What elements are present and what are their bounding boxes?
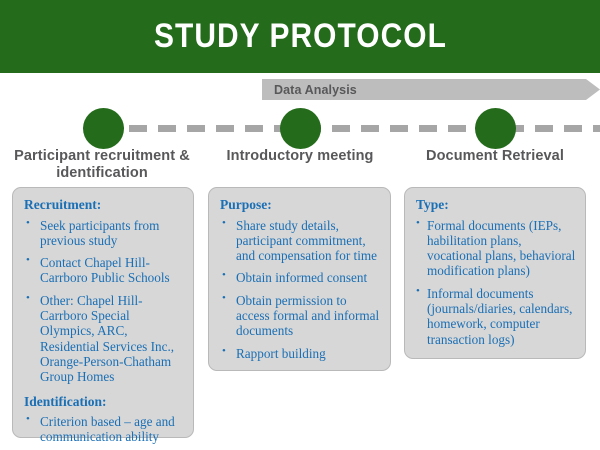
stage-heading-document-retrieval: Document Retrieval (426, 148, 564, 164)
timeline-node-3 (475, 108, 516, 149)
list-item: Share study details, participant commitm… (220, 217, 381, 264)
list-item: Informal documents (journals/diaries, ca… (416, 285, 576, 347)
box-subhead-type: Type: (416, 197, 449, 212)
page-title: STUDY PROTOCOL (153, 17, 447, 55)
phase-arrow-banner: Data Analysis (262, 79, 600, 100)
timeline-dashed-line (100, 125, 600, 132)
phase-arrow-label: Data Analysis (274, 82, 357, 97)
stage-heading-participant-recruitment: Participant recruitment & identification (14, 148, 190, 182)
bullet-list-identification: Criterion based – age and communication … (24, 413, 184, 445)
box-subhead-purpose: Purpose: (220, 197, 272, 212)
list-item: Seek participants from previous study (24, 217, 184, 249)
bullet-list-purpose: Share study details, participant commitm… (220, 217, 381, 362)
timeline-node-2 (280, 108, 321, 149)
list-item: Rapport building (220, 345, 381, 361)
title-banner: STUDY PROTOCOL (0, 0, 600, 73)
bullet-list-type: Formal documents (IEPs, habilitation pla… (416, 217, 576, 348)
bullet-list-recruitment: Seek participants from previous study Co… (24, 217, 184, 385)
list-item: Obtain informed consent (220, 269, 381, 285)
content-box-introductory-meeting: Purpose: Share study details, participan… (208, 187, 391, 371)
stage-heading-introductory-meeting: Introductory meeting (226, 148, 374, 164)
list-item: Obtain permission to access formal and i… (220, 292, 381, 339)
timeline-node-1 (83, 108, 124, 149)
content-box-participant-recruitment: Recruitment: Seek participants from prev… (12, 187, 194, 444)
box-subhead-recruitment: Recruitment: (24, 197, 102, 212)
list-item: Contact Chapel Hill-Carrboro Public Scho… (24, 254, 184, 286)
list-item: Criterion based – age and communication … (24, 413, 184, 445)
box-subhead-identification: Identification: (24, 393, 107, 409)
list-item: Other: Chapel Hill-Carrboro Special Olym… (24, 292, 184, 385)
content-box-document-retrieval: Type: Formal documents (IEPs, habilitati… (404, 187, 586, 359)
list-item: Formal documents (IEPs, habilitation pla… (416, 217, 576, 279)
timeline (0, 106, 600, 149)
